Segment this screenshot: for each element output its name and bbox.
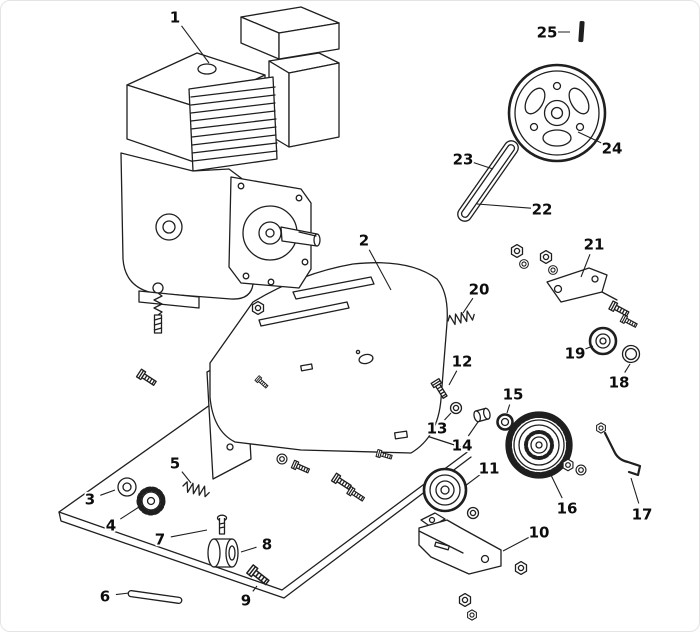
- callout-leader-3: [100, 489, 116, 496]
- callout-leader-18: [624, 363, 631, 373]
- callout-leader-6: [115, 592, 130, 596]
- callout-leader-9: [252, 585, 258, 592]
- nut-washer-set-top: [510, 243, 558, 275]
- callout-leader-14: [467, 421, 479, 437]
- callout-leader-11: [464, 474, 481, 487]
- callout-17: 17: [632, 506, 653, 524]
- washer: [519, 259, 529, 269]
- callout-5: 5: [170, 455, 180, 473]
- callout-3: 3: [85, 491, 95, 509]
- callout-10: 10: [529, 524, 550, 542]
- callout-leader-10: [502, 536, 530, 552]
- callout-21: 21: [584, 236, 605, 254]
- callout-18: 18: [609, 374, 630, 392]
- left-small-parts: [117, 477, 272, 604]
- tension-bracket: [546, 267, 639, 330]
- fastener-set-mid: [430, 377, 514, 431]
- hex-bolt: [467, 609, 477, 621]
- washer: [466, 506, 480, 520]
- hex-bolt: [458, 592, 472, 608]
- callout-19: 19: [565, 345, 586, 363]
- washer: [548, 265, 558, 275]
- v-belt: [457, 140, 519, 222]
- engine-illustration: [120, 6, 340, 388]
- hex-bolt: [608, 300, 631, 319]
- washer: [575, 464, 587, 476]
- engine-pulley: [422, 467, 480, 520]
- hex-nut: [510, 243, 524, 259]
- callout-4: 4: [106, 517, 116, 535]
- callout-7: 7: [155, 531, 165, 549]
- hex-nut: [562, 458, 574, 472]
- callout-25: 25: [537, 24, 558, 42]
- callout-6: 6: [100, 588, 110, 606]
- callout-leader-12: [448, 370, 458, 386]
- washer: [449, 401, 463, 415]
- callout-23: 23: [453, 151, 474, 169]
- callout-leader-19: [585, 345, 594, 350]
- callout-leader-1: [181, 25, 210, 64]
- callout-leader-17: [630, 477, 640, 504]
- callout-15: 15: [503, 386, 524, 404]
- callout-12: 12: [452, 353, 473, 371]
- belt-guard-cover: [209, 262, 448, 454]
- hex-bolt: [346, 486, 367, 504]
- callout-leader-20: [462, 297, 474, 314]
- callout-leader-8: [240, 546, 257, 553]
- hex-bolt: [619, 314, 639, 330]
- spring: [181, 480, 212, 499]
- callout-11: 11: [479, 460, 500, 478]
- hex-bolt: [330, 472, 354, 492]
- callout-16: 16: [557, 500, 578, 518]
- hex-bolt: [135, 368, 159, 388]
- callout-20: 20: [469, 281, 490, 299]
- callout-leader-15: [506, 404, 511, 414]
- callout-leader-16: [549, 472, 563, 499]
- callout-leader-13: [444, 412, 452, 421]
- callout-13: 13: [427, 420, 448, 438]
- idler-roller: [588, 326, 618, 356]
- callout-8: 8: [262, 536, 272, 554]
- callout-leader-7: [170, 529, 208, 538]
- spacer: [473, 407, 491, 423]
- callout-leader-2: [368, 249, 392, 291]
- drive-wheel: [507, 63, 607, 163]
- frame-plate: [58, 377, 472, 599]
- hex-nut: [251, 300, 265, 316]
- callout-9: 9: [241, 592, 251, 610]
- rod: [127, 590, 183, 604]
- callout-leader-4: [120, 506, 140, 520]
- pin-part: [578, 20, 585, 43]
- callout-22: 22: [532, 201, 553, 219]
- callout-2: 2: [359, 232, 369, 250]
- callout-leader-21: [580, 253, 591, 278]
- hex-bolt: [514, 560, 528, 576]
- callout-leader-23: [473, 161, 494, 170]
- callout-leader-24: [577, 131, 603, 144]
- tension-spring: [446, 308, 477, 327]
- callout-24: 24: [602, 140, 623, 158]
- hex-nut: [596, 422, 606, 434]
- clutch-sprocket: [505, 411, 587, 479]
- callout-14: 14: [452, 437, 473, 455]
- hex-bolt: [290, 459, 311, 476]
- callout-1: 1: [170, 9, 180, 27]
- callout-leader-5: [181, 471, 192, 484]
- control-rod: [596, 422, 642, 477]
- washer: [276, 453, 288, 465]
- hex-bolt: [246, 564, 272, 588]
- support-bracket: [418, 512, 528, 621]
- hex-nut: [539, 249, 553, 265]
- callout-leader-22: [476, 203, 532, 209]
- retaining-ring: [621, 344, 641, 364]
